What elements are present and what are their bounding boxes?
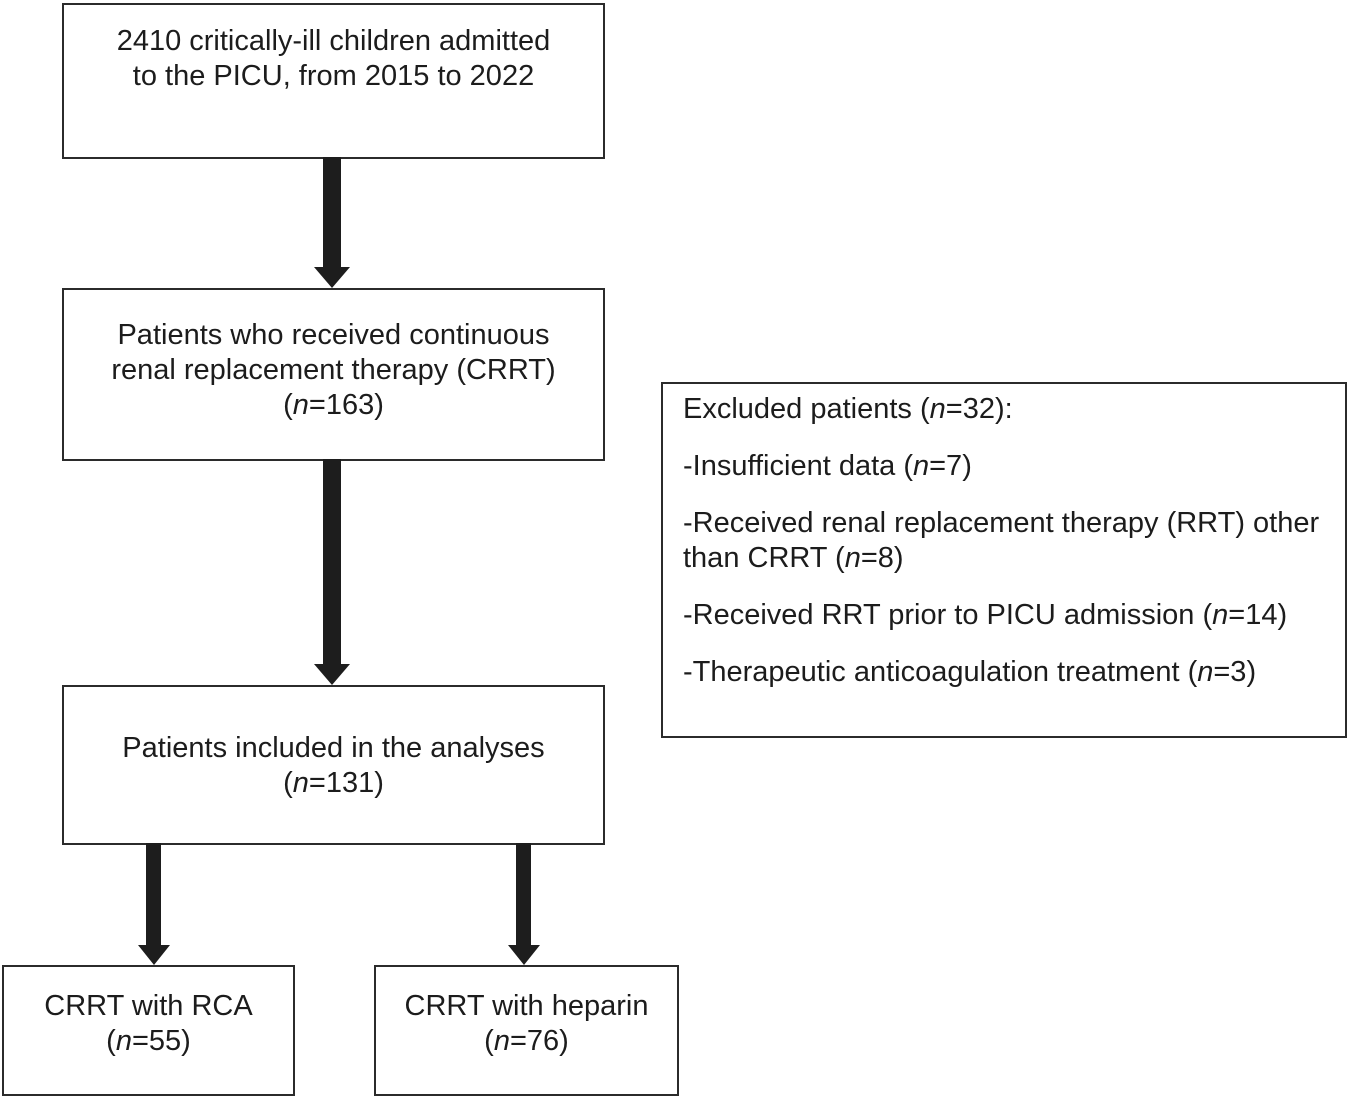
box-text-line: Patients included in the analyses <box>122 732 545 764</box>
excluded-item-rrt-prior-picu: -Received RRT prior to PICU admission (n… <box>683 598 1325 633</box>
box-text-line: CRRT with heparin <box>404 990 649 1022</box>
box-text-line: -Received renal replacement therapy (RRT… <box>683 507 1320 539</box>
excluded-patients-header: Excluded patients (n=32): <box>683 392 1325 427</box>
box-text-line: renal replacement therapy (CRRT) <box>111 354 556 386</box>
arrowhead <box>508 945 540 965</box>
arrow-shaft <box>323 157 341 269</box>
arrow-shaft <box>516 843 531 947</box>
box-text-line: CRRT with RCA <box>44 990 253 1022</box>
box-text-line: Patients who received continuous <box>117 319 550 351</box>
arrowhead <box>314 267 350 288</box>
box-text-line: than CRRT (n=8) <box>683 542 904 574</box>
box-text-line: -Therapeutic anticoagulation treatment (… <box>683 656 1257 688</box>
box-text-line: (n=76) <box>484 1025 569 1057</box>
box-text-line: Excluded patients (n=32): <box>683 393 1013 425</box>
flow-box-crrt-patients: Patients who received continuous renal r… <box>62 288 605 461</box>
box-text-line: (n=163) <box>283 389 384 421</box>
flow-box-picu-admissions: 2410 critically-ill children admitted to… <box>62 3 605 159</box>
box-text-line: (n=55) <box>106 1025 191 1057</box>
excluded-item-insufficient-data: -Insufficient data (n=7) <box>683 449 1325 484</box>
arrowhead <box>138 945 170 965</box>
box-text-line: (n=131) <box>283 767 384 799</box>
box-text-line: -Received RRT prior to PICU admission (n… <box>683 599 1288 631</box>
arrowhead <box>314 664 350 685</box>
flow-box-crrt-heparin: CRRT with heparin (n=76) <box>374 965 679 1096</box>
excluded-item-other-rrt: -Received renal replacement therapy (RRT… <box>683 506 1325 576</box>
box-text-line: 2410 critically-ill children admitted <box>116 25 551 57</box>
flow-box-included-patients: Patients included in the analyses (n=131… <box>62 685 605 845</box>
excluded-item-therapeutic-anticoagulation: -Therapeutic anticoagulation treatment (… <box>683 655 1325 690</box>
box-text-line: -Insufficient data (n=7) <box>683 450 972 482</box>
arrow-shaft <box>146 843 161 947</box>
box-text-line: to the PICU, from 2015 to 2022 <box>132 60 535 92</box>
arrow-shaft <box>323 459 341 664</box>
excluded-patients-box: Excluded patients (n=32): -Insufficient … <box>661 382 1347 738</box>
flow-box-crrt-rca: CRRT with RCA (n=55) <box>2 965 295 1096</box>
